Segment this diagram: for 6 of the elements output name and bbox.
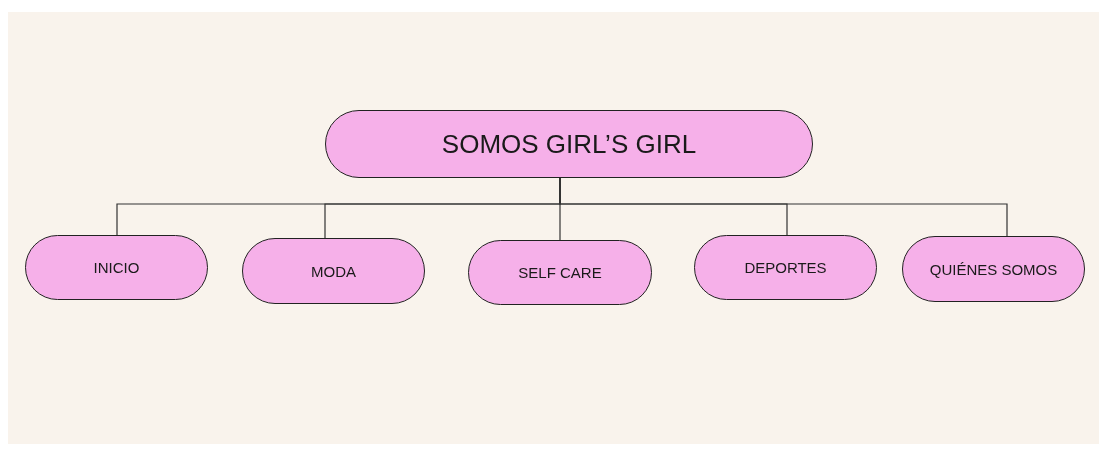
page-pill: DEPORTES [694,235,877,300]
page-pill: QUIÉNES SOMOS [902,236,1085,302]
page-pill: SELF CARE [468,240,652,305]
title-pill: SOMOS GIRL’S GIRL [325,110,813,178]
page-pill: INICIO [25,235,208,300]
page-pill: MODA [242,238,425,304]
